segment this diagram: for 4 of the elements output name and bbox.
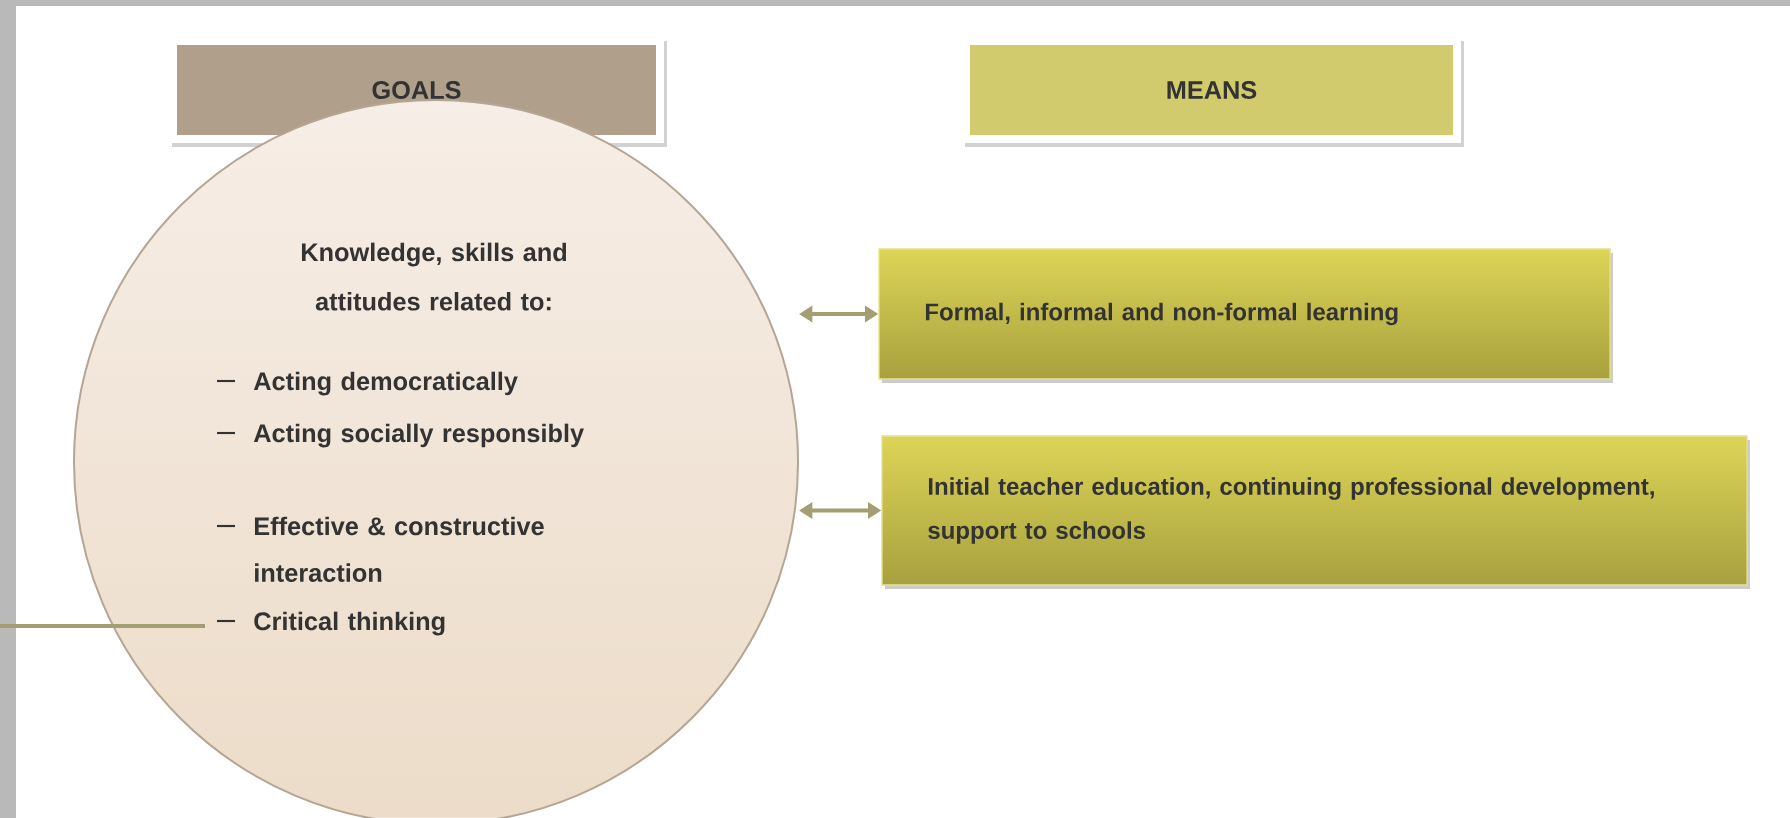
leader-line — [0, 624, 205, 628]
means-box: Initial teacher education, continuing professional development, support to schools — [881, 435, 1750, 589]
header-box: MEANS — [962, 37, 1464, 147]
means-box: Formal, informal and non-formal learning — [878, 248, 1613, 383]
